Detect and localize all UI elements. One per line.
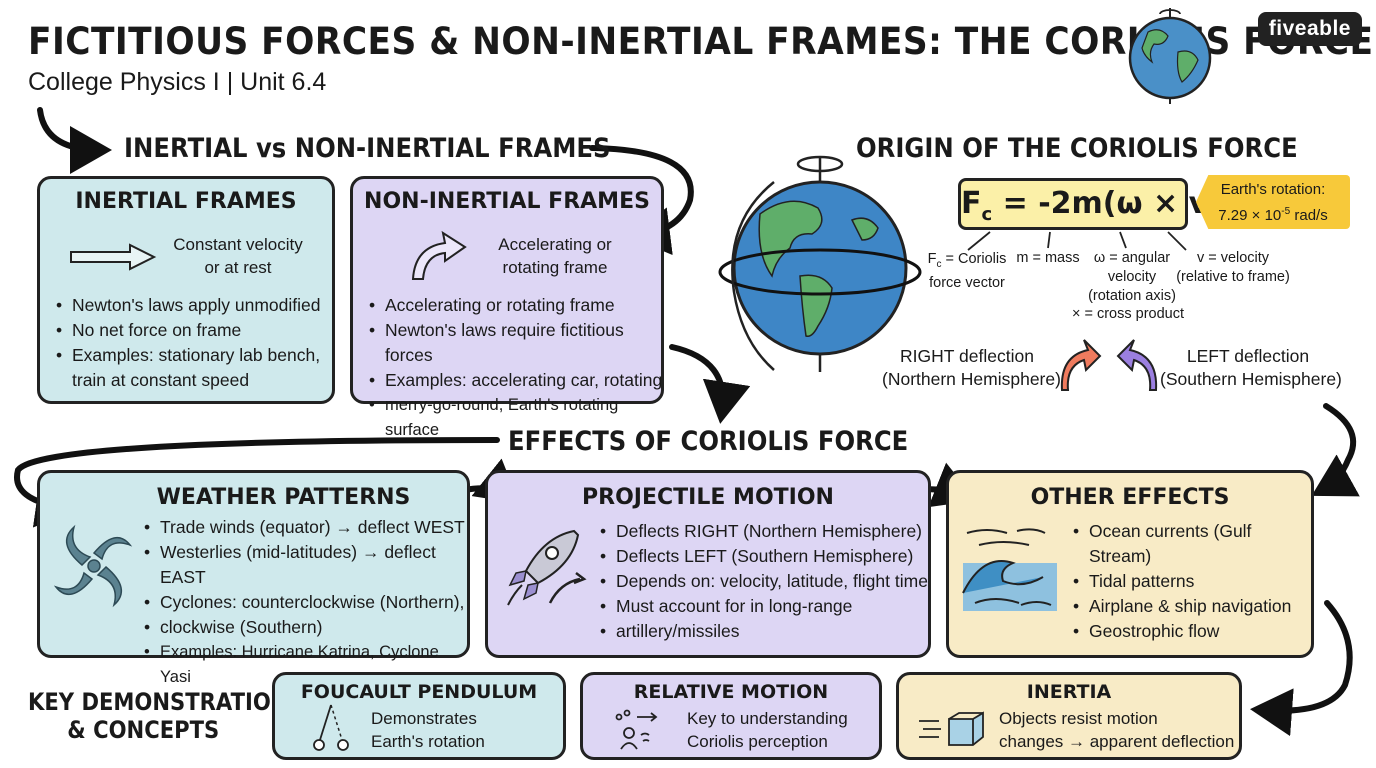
arrow-other-inertia bbox=[1250, 600, 1353, 737]
list-item: Westerlies (mid-latitudes) → deflect EAS… bbox=[144, 540, 466, 590]
earth-globe-illustration bbox=[718, 155, 922, 372]
page-subtitle: College Physics I | Unit 6.4 bbox=[28, 68, 327, 96]
other-effects-bullet-list: Ocean currents (Gulf Stream) Tidal patte… bbox=[1073, 519, 1311, 644]
formula-expression: = -2m(ω × v) bbox=[992, 186, 1222, 221]
velocity-label: v = velocity (relative to frame) bbox=[1176, 250, 1290, 285]
cross-product-label: × = cross product bbox=[1071, 306, 1185, 322]
formula-subscript: c bbox=[981, 204, 993, 225]
list-item: Deflects RIGHT (Northern Hemisphere) bbox=[600, 519, 928, 544]
non-inertial-caption-line2: rotating frame bbox=[502, 258, 608, 277]
formula-pointers bbox=[967, 231, 1187, 251]
list-item: Must account for in long-range bbox=[600, 594, 928, 619]
list-item: Airplane & ship navigation bbox=[1073, 594, 1311, 619]
inertia-line1: Objects resist motion bbox=[999, 709, 1158, 728]
other-effects-card: OTHER EFFECTS Ocean currents (Gulf Strea… bbox=[946, 470, 1314, 658]
foucault-title: FOUCAULT PENDULUM bbox=[300, 681, 538, 703]
list-item: Examples: accelerating car, rotating bbox=[369, 368, 665, 393]
observer-icon bbox=[615, 709, 658, 750]
arrow-origin-other bbox=[1311, 403, 1360, 497]
list-item: train at constant speed bbox=[72, 370, 250, 390]
list-item: merry-go-round, Earth's rotating surface bbox=[369, 393, 665, 443]
projectile-motion-card: PROJECTILE MOTION Deflects RIGHT (Northe… bbox=[485, 470, 931, 658]
coriolis-formula: Fc = -2m(ω × v) bbox=[958, 178, 1222, 230]
list-item: Depends on: velocity, latitude, flight t… bbox=[600, 569, 928, 594]
arrow-to-noninertial bbox=[589, 145, 694, 256]
demos-heading: KEY DEMONSTRATIONS & CONCEPTS bbox=[28, 688, 304, 744]
right-deflection-arrow bbox=[1060, 339, 1102, 391]
effects-heading: EFFECTS OF CORIOLIS FORCE bbox=[508, 426, 909, 457]
earth-rotation-tag: Earth's rotation: 7.29 × 10-5 rad/s bbox=[1196, 175, 1350, 229]
projectile-bullet-list: Deflects RIGHT (Northern Hemisphere) Def… bbox=[600, 519, 928, 644]
non-inertial-frames-card: NON-INERTIAL FRAMES Accelerating or rota… bbox=[350, 176, 664, 439]
non-inertial-frames-title: NON-INERTIAL FRAMES bbox=[364, 189, 650, 214]
omega-label: ω = angular velocity (rotation axis) bbox=[1088, 250, 1176, 304]
non-inertial-caption-line1: Accelerating or bbox=[498, 235, 612, 254]
weather-patterns-title: WEATHER PATTERNS bbox=[156, 485, 411, 510]
non-inertial-bullet-list: Accelerating or rotating frame Newton's … bbox=[369, 293, 665, 443]
frames-heading: INERTIAL vs NON-INERTIAL FRAMES bbox=[124, 133, 611, 164]
other-effects-title: OTHER EFFECTS bbox=[1030, 485, 1230, 510]
origin-heading: ORIGIN OF THE CORIOLIS FORCE bbox=[856, 133, 1298, 164]
list-item: Deflects LEFT (Southern Hemisphere) bbox=[600, 544, 928, 569]
inertia-line2: changes → apparent deflection bbox=[999, 732, 1235, 751]
inertial-bullet-list: Newton's laws apply unmodified No net fo… bbox=[56, 293, 328, 393]
list-item: Newton's laws require fictitious forces bbox=[369, 318, 665, 368]
list-item: Examples: Hurricane Katrina, Cyclone Yas… bbox=[144, 640, 466, 690]
list-item: artillery/missiles bbox=[600, 619, 928, 644]
ocean-wave-icon bbox=[962, 528, 1057, 611]
inertial-caption-line2: or at rest bbox=[204, 258, 272, 277]
list-item: Accelerating or rotating frame bbox=[369, 293, 665, 318]
mass-label: m = mass bbox=[1016, 250, 1080, 266]
fiveable-logo[interactable]: fiveable bbox=[1257, 12, 1362, 46]
arrow-to-effects bbox=[669, 344, 751, 424]
left-deflection-label: LEFT deflection (Southern Hemisphere) bbox=[1160, 346, 1342, 389]
inertial-caption-line1: Constant velocity bbox=[173, 235, 303, 254]
relative-motion-title: RELATIVE MOTION bbox=[633, 681, 829, 703]
pendulum-icon bbox=[313, 704, 349, 751]
list-item: Geostrophic flow bbox=[1073, 619, 1311, 644]
list-item: Tidal patterns bbox=[1073, 569, 1311, 594]
list-item: Examples: stationary lab bench, bbox=[56, 343, 328, 368]
left-deflection-arrow bbox=[1116, 339, 1158, 391]
relative-motion-line2: Coriolis perception bbox=[687, 732, 828, 751]
cyclone-icon bbox=[54, 524, 133, 608]
fc-label: Fc = Coriolis force vector bbox=[927, 251, 1007, 291]
curved-arrow-icon bbox=[411, 230, 467, 280]
projectile-motion-title: PROJECTILE MOTION bbox=[582, 485, 834, 510]
right-deflection-label: RIGHT deflection (Northern Hemisphere) bbox=[882, 346, 1061, 389]
rocket-icon bbox=[507, 529, 587, 606]
rotation-value: 7.29 × 10-5 rad/s bbox=[1218, 206, 1328, 224]
list-item: Cyclones: counterclockwise (Northern), bbox=[144, 590, 466, 615]
formula-symbol: F bbox=[961, 186, 982, 221]
weather-bullet-list: Trade winds (equator) → deflect WEST Wes… bbox=[144, 515, 466, 690]
relative-motion-line1: Key to understanding bbox=[687, 709, 848, 728]
weather-patterns-card: WEATHER PATTERNS Trade winds (equator) →… bbox=[37, 470, 470, 686]
list-item: Trade winds (equator) → deflect WEST bbox=[144, 515, 466, 540]
foucault-pendulum-card: FOUCAULT PENDULUM Demonstrates Earth's r… bbox=[272, 672, 566, 760]
list-item: Newton's laws apply unmodified bbox=[56, 293, 328, 318]
rotation-label: Earth's rotation: bbox=[1220, 181, 1326, 198]
list-item: clockwise (Southern) bbox=[144, 615, 466, 640]
foucault-line1: Demonstrates bbox=[371, 709, 477, 728]
inertial-frames-title: INERTIAL FRAMES bbox=[75, 189, 297, 214]
straight-arrow-icon bbox=[70, 243, 157, 271]
arrow-to-weather bbox=[14, 437, 500, 528]
list-item: Ocean currents (Gulf Stream) bbox=[1073, 519, 1311, 569]
inertial-frames-card: INERTIAL FRAMES Constant velocity or at … bbox=[37, 176, 335, 404]
relative-motion-card: RELATIVE MOTION Key to understanding Cor… bbox=[580, 672, 882, 760]
inertia-card: INERTIA Objects resist motion changes → … bbox=[896, 672, 1242, 760]
foucault-line2: Earth's rotation bbox=[371, 732, 485, 751]
arrow-intro bbox=[37, 107, 112, 174]
list-item: No net force on frame bbox=[56, 318, 328, 343]
inertia-title: INERTIA bbox=[1026, 681, 1112, 703]
moving-box-icon bbox=[919, 711, 984, 746]
header-globe-icon bbox=[1128, 8, 1212, 104]
